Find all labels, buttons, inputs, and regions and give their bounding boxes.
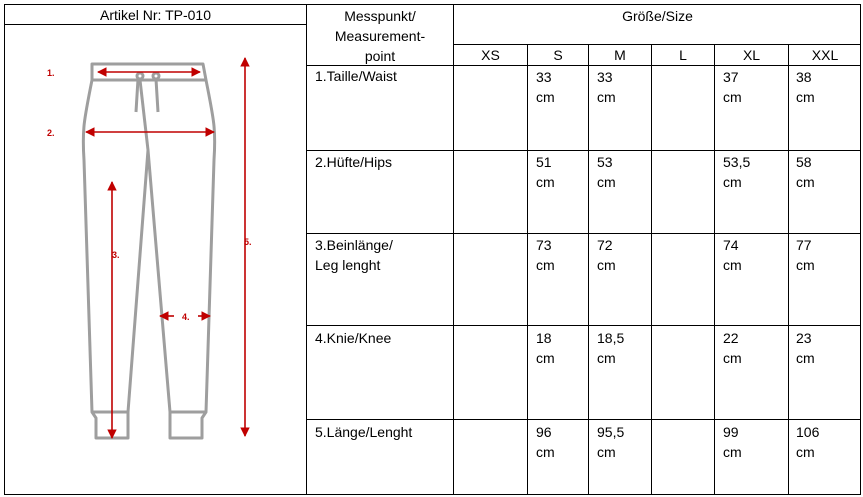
size-header: Größe/Size [622,8,693,24]
trousers-diagram [81,57,250,440]
row-2-label: 2.Hüfte/Hips [315,154,393,170]
label-5: 5. [244,237,252,247]
size-l: L [679,47,687,63]
trousers-outline [81,62,217,440]
label-4: 4. [182,312,190,322]
row-4-label: 4.Knie/Knee [315,330,392,346]
label-3: 3. [112,250,120,260]
article-number: Artikel Nr: TP-010 [100,7,211,23]
size-m: M [614,47,626,63]
label-2: 2. [47,128,55,138]
row-5-label: 5.Länge/Lenght [315,424,413,440]
size-table [306,4,861,495]
size-xl: XL [742,47,761,63]
label-1: 1. [47,68,55,78]
size-xs: XS [481,47,500,63]
measure-header: Messpunkt/ Measurement- point [334,8,426,64]
row-3-label: 3.Beinlänge/ Leg lenght [315,237,393,273]
size-xxl: XXL [811,47,839,63]
size-s: S [553,47,563,63]
row-1-label: 1.Taille/Waist [315,68,397,84]
